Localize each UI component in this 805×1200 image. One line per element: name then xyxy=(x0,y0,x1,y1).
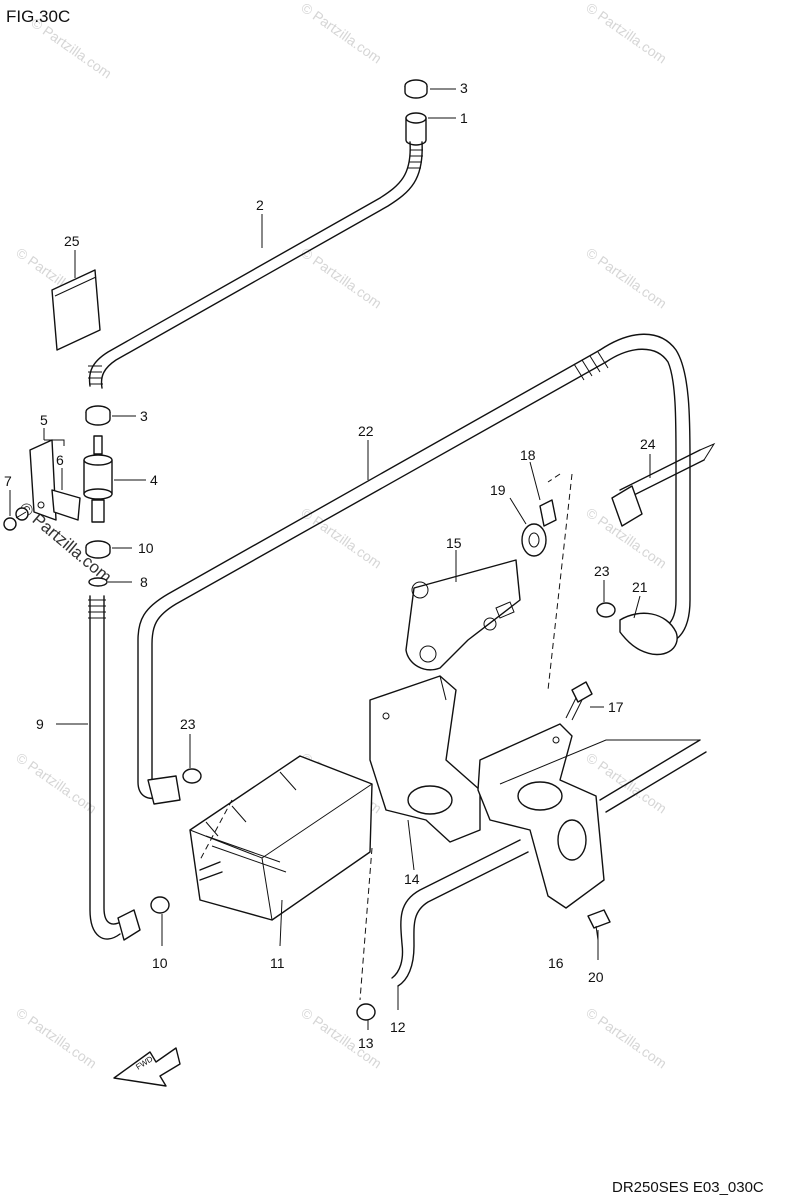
callout-20: 20 xyxy=(588,969,604,985)
part-valve-bracket xyxy=(29,439,81,521)
callout-18: 18 xyxy=(520,447,536,463)
figure-code: DR250SES E03_030C xyxy=(612,1179,764,1196)
part-hose-lower xyxy=(391,839,529,987)
part-bracket-small xyxy=(405,559,521,671)
callout-3: 3 xyxy=(140,408,148,424)
part-cap-middle xyxy=(85,405,111,426)
callout-11: 11 xyxy=(270,955,285,971)
part-bracket-plate xyxy=(477,723,707,909)
callout-21: 21 xyxy=(632,579,648,595)
part-clamp-lower xyxy=(150,896,170,914)
part-grommet-large xyxy=(521,523,547,557)
callout-23: 23 xyxy=(594,563,610,579)
part-fitting xyxy=(405,112,427,146)
assembly-guides xyxy=(199,473,573,1001)
callout-23: 23 xyxy=(180,716,196,732)
part-bolt-lower xyxy=(587,909,611,941)
callout-4: 4 xyxy=(150,472,158,488)
callout-5: 5 xyxy=(40,412,48,428)
part-clamp-upper xyxy=(85,540,111,559)
callout-12: 12 xyxy=(390,1019,406,1035)
callout-22: 22 xyxy=(358,423,374,439)
part-cap-top xyxy=(404,79,428,99)
part-valve xyxy=(83,435,113,523)
callout-17: 17 xyxy=(608,699,624,715)
callout-3: 3 xyxy=(460,80,468,96)
watermark: © Partzilla.com xyxy=(583,1004,669,1071)
callout-25: 25 xyxy=(64,233,80,249)
watermark: © Partzilla.com xyxy=(298,244,384,311)
part-hose-middle xyxy=(137,349,609,805)
callout-24: 24 xyxy=(640,436,656,452)
part-clamp-bottom xyxy=(356,1003,376,1021)
part-grommet-small xyxy=(539,499,557,527)
watermark: © Partzilla.com xyxy=(298,0,384,67)
callout-leaders xyxy=(9,88,651,1030)
part-hose-vertical xyxy=(88,595,141,941)
callout-10: 10 xyxy=(138,540,154,556)
part-clamp-left xyxy=(182,768,202,784)
fwd-arrow: FWD xyxy=(113,1047,181,1087)
watermark-layer: © Partzilla.com © Partzilla.com © Partzi… xyxy=(13,0,669,1072)
part-screw-left xyxy=(3,507,29,531)
part-ring xyxy=(88,577,108,587)
figure-title: FIG.30C xyxy=(6,7,70,26)
part-hose-curved xyxy=(619,612,678,656)
watermark: © Partzilla.com xyxy=(13,1004,99,1071)
part-clamp-right xyxy=(596,594,616,618)
callout-8: 8 xyxy=(140,574,148,590)
callout-1: 1 xyxy=(460,110,468,126)
callout-9: 9 xyxy=(36,716,44,732)
callout-13: 13 xyxy=(358,1035,374,1051)
callout-15: 15 xyxy=(446,535,462,551)
watermark: © Partzilla.com xyxy=(583,0,669,67)
part-hose-upper xyxy=(88,141,423,389)
part-hose-small xyxy=(611,442,716,527)
part-label-plate xyxy=(51,269,101,351)
callout-14: 14 xyxy=(404,871,420,887)
callout-16: 16 xyxy=(548,955,564,971)
part-bolt-upper xyxy=(565,681,593,721)
callout-6: 6 xyxy=(56,452,64,468)
callout-10: 10 xyxy=(152,955,168,971)
callout-7: 7 xyxy=(4,473,12,489)
callout-2: 2 xyxy=(256,197,264,213)
watermark: © Partzilla.com xyxy=(583,244,669,311)
part-canister xyxy=(189,755,373,921)
watermark: © Partzilla.com xyxy=(13,749,99,816)
part-bracket-main xyxy=(369,675,481,843)
callout-19: 19 xyxy=(490,482,506,498)
watermark: © Partzilla.com xyxy=(298,504,384,571)
callout-labels: 3 1 2 25 3 5 6 4 7 10 8 22 24 18 19 15 2… xyxy=(4,80,656,1051)
